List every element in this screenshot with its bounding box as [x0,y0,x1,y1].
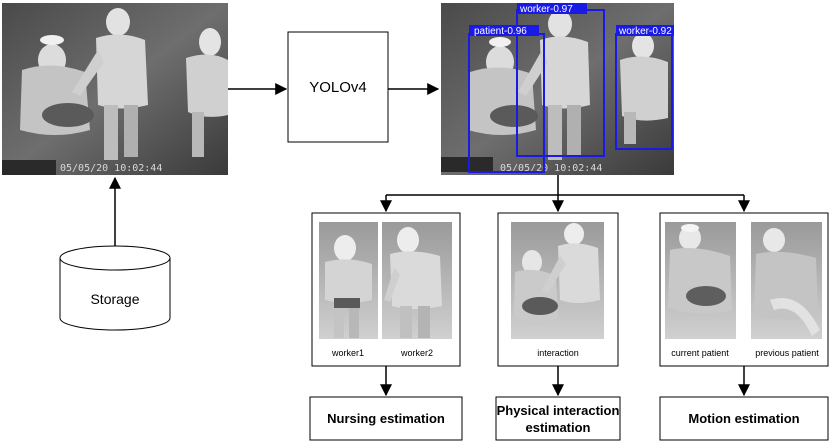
frame-redaction-bar [2,160,56,175]
crop-worker1 [319,222,378,339]
crop-worker2 [382,222,452,339]
output-arrows [380,366,750,397]
source-timestamp: 05/05/20 10:02:44 [60,163,162,174]
detection-label: worker-0.97 [519,4,573,15]
storage-cylinder: Storage [59,245,171,331]
output-nursing-estimation: Nursing estimation [309,396,463,441]
panel-nursing: worker1 worker2 [311,212,461,367]
detector-box: YOLOv4 [287,31,389,143]
crop-current-patient [665,222,736,339]
detection-label: patient-0.96 [474,26,527,37]
crop-label: current patient [671,348,729,358]
detector-label: YOLOv4 [309,79,367,96]
crop-previous-patient [751,222,822,339]
detection-patient: patient-0.96 [468,25,545,173]
branch-connectors [380,175,750,213]
detection-worker-center: worker-0.97 [516,3,605,157]
source-thermal-frame: 05/05/20 10:02:44 [2,3,228,175]
storage-label: Storage [90,291,139,307]
crop-label: worker1 [331,348,364,358]
output-physical-interaction-estimation: Physical interaction estimation [495,396,621,441]
detection-worker-right: worker-0.92 [615,25,674,150]
detection-label: worker-0.92 [618,26,672,37]
crop-label: previous patient [755,348,819,358]
output-label: Nursing estimation [327,411,445,426]
output-label: Motion estimation [688,411,799,426]
crop-interaction [511,222,604,339]
output-motion-estimation: Motion estimation [659,396,829,441]
detected-redaction-bar [441,157,493,172]
panel-interaction: interaction [497,212,619,367]
crop-label: worker2 [400,348,433,358]
panel-motion: current patient previous patient [659,212,829,367]
output-label-line: estimation [525,420,590,435]
detected-thermal-frame: 05/05/20 10:02:44 worker-0.97 patient-0.… [441,3,674,175]
crop-label: interaction [537,348,579,358]
detected-timestamp: 05/05/20 10:02:44 [500,163,602,174]
output-label-line: Physical interaction [497,403,620,418]
